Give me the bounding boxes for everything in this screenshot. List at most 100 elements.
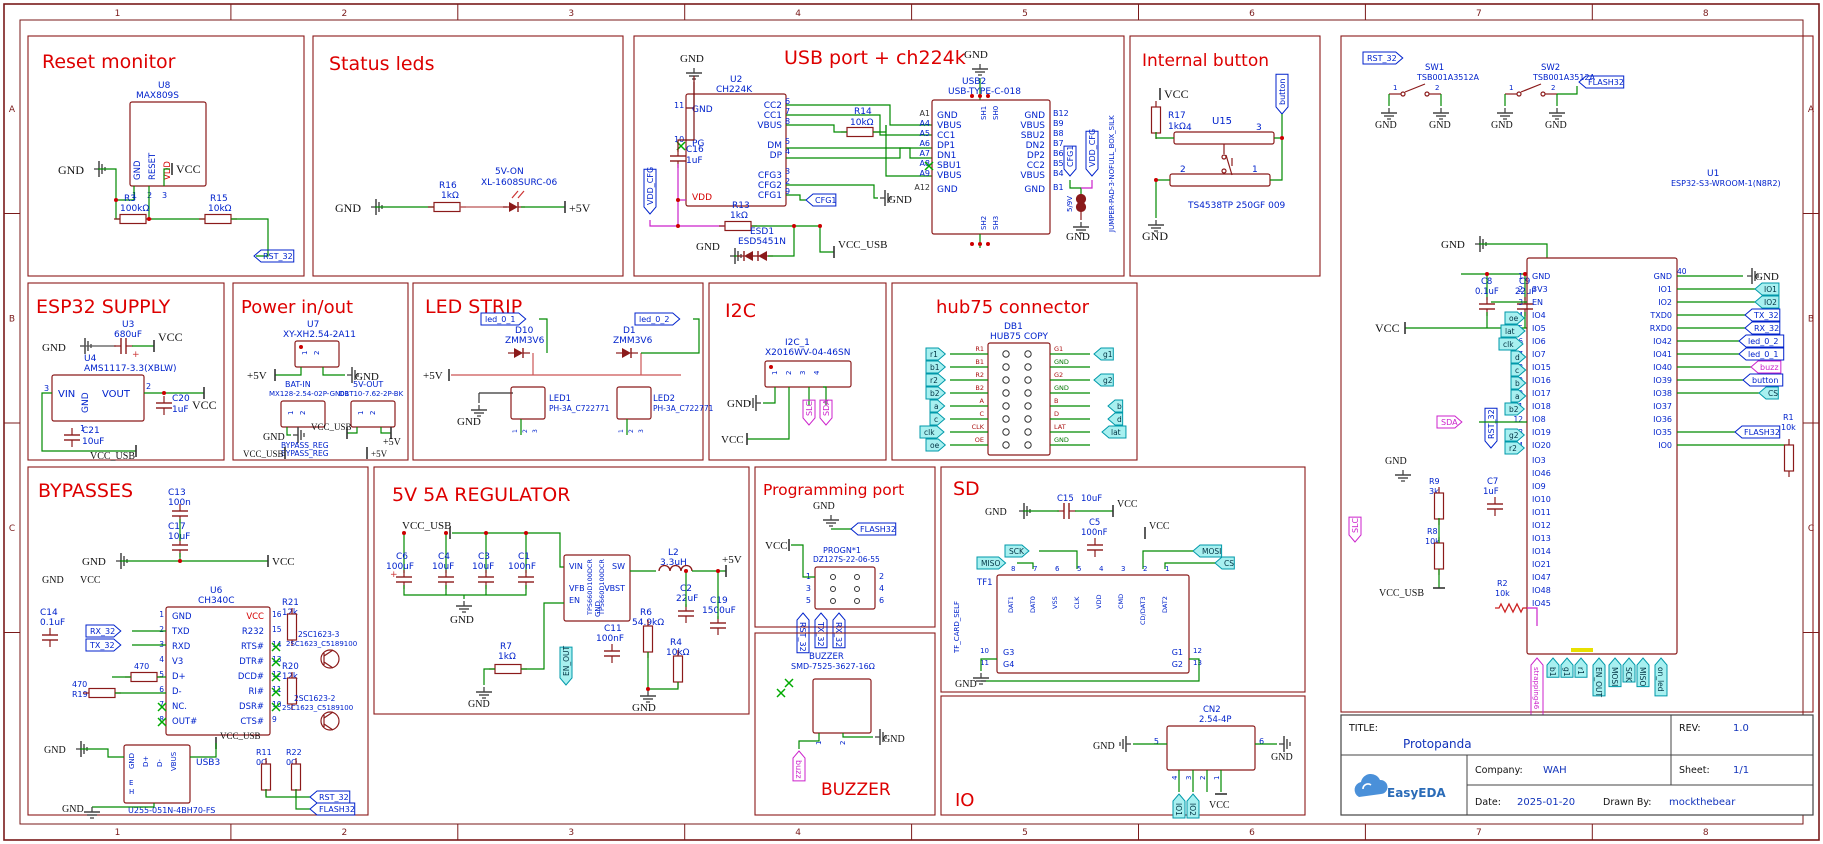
label[interactable]: AMS1117-3.3(XBLW) (84, 364, 177, 374)
bus-flag[interactable]: g1 (1093, 347, 1114, 361)
label[interactable]: GND (1429, 120, 1451, 131)
vcc-label[interactable]: VCC (176, 162, 201, 176)
net-flag-rst32-sw[interactable]: RST_32 (1362, 51, 1404, 65)
label[interactable]: EN (1532, 298, 1543, 307)
wire[interactable] (1155, 179, 1170, 218)
label[interactable]: GND (888, 194, 912, 206)
label[interactable]: 100kΩ (120, 204, 149, 214)
sheet-title[interactable]: Protopanda (1403, 737, 1472, 751)
net-flag-buzz[interactable]: buzz (792, 750, 806, 782)
label[interactable]: VCC_USB (311, 422, 352, 432)
net-flag[interactable]: led_0_2 (1738, 334, 1785, 348)
wire[interactable] (786, 104, 932, 126)
label[interactable]: GND (955, 679, 977, 690)
wire[interactable] (981, 658, 1200, 682)
label[interactable]: B6 (1053, 149, 1064, 158)
ref-r4[interactable]: R4 (670, 638, 682, 648)
label[interactable]: IO40 (1653, 363, 1672, 372)
label[interactable]: 470 (134, 662, 149, 671)
net-flag[interactable]: buzz (1750, 360, 1782, 374)
ground-symbol[interactable] (1073, 222, 1089, 234)
label[interactable]: IO37 (1653, 402, 1672, 411)
net-flag-slc[interactable]: SLC (802, 399, 816, 426)
label[interactable]: IO3 (1532, 456, 1546, 465)
bus-flag[interactable]: g2 (1093, 373, 1114, 387)
label[interactable]: 9 (785, 187, 790, 196)
net-flag-led-0-1[interactable]: led_0_1 (480, 312, 527, 326)
label[interactable]: 4 (785, 147, 790, 156)
wire[interactable] (786, 147, 932, 159)
label[interactable]: VIN (569, 562, 583, 571)
bus-flag[interactable]: b2 (1504, 402, 1526, 416)
label[interactable]: D (1054, 410, 1059, 418)
wire[interactable] (747, 387, 790, 440)
label[interactable]: CLK (972, 423, 985, 431)
label[interactable]: 12k (282, 672, 298, 682)
ref-d1[interactable]: D1 (623, 326, 636, 336)
label[interactable]: GND (44, 745, 66, 756)
bus-flag[interactable]: r1 (925, 347, 947, 361)
label[interactable]: LAT (1054, 423, 1066, 431)
label[interactable]: 100nF (1081, 528, 1108, 538)
net-flag[interactable]: TX_32 (1744, 308, 1781, 322)
label[interactable]: 14 (272, 640, 282, 649)
ref-buzzer[interactable]: BUZZER (809, 652, 844, 662)
wire[interactable] (1225, 154, 1233, 176)
block-title[interactable]: 5V 5A REGULATOR (392, 484, 570, 506)
block-title[interactable]: Reset monitor (42, 51, 176, 73)
net-flag[interactable]: strapping46 (1530, 657, 1544, 717)
bus-flag[interactable]: b1 (1546, 657, 1560, 678)
label[interactable]: TP5660D100DCR (586, 559, 594, 616)
ref-esd1[interactable]: ESD1 (750, 227, 774, 237)
ref-r21[interactable]: R21 (282, 598, 299, 608)
ref-r22[interactable]: R22 (286, 748, 302, 757)
component-tf-card[interactable] (996, 574, 1190, 674)
label[interactable]: SH3 (992, 216, 1000, 230)
label[interactable]: 1uF (1483, 487, 1499, 497)
label[interactable]: 2.54-4P (1199, 715, 1232, 725)
label[interactable]: 6 (879, 596, 884, 605)
label[interactable]: 12 (1513, 415, 1523, 424)
label[interactable]: 1kΩ (498, 652, 516, 662)
label[interactable]: 7 (1033, 565, 1037, 573)
label[interactable]: ESP32-S3-WROOM-1(N8R2) (1671, 179, 1781, 188)
ref-l2[interactable]: L2 (668, 548, 679, 558)
label[interactable]: 1 (771, 371, 779, 375)
label[interactable]: PH-3A_C722771 (653, 404, 714, 413)
ref-d10[interactable]: D10 (515, 326, 534, 336)
label[interactable]: IO1 (1658, 285, 1672, 294)
label[interactable]: C20 (172, 394, 190, 404)
connector-i2c[interactable] (764, 360, 852, 388)
ground-symbol[interactable] (347, 367, 359, 383)
label[interactable]: R17 (1168, 111, 1186, 121)
label[interactable]: 4 (813, 370, 821, 375)
label[interactable]: 2 (1435, 84, 1439, 92)
label[interactable]: CD/DAT3 (1139, 596, 1147, 625)
wire[interactable] (1069, 180, 1082, 194)
label[interactable]: 3 (806, 584, 811, 593)
circle[interactable] (1540, 91, 1546, 97)
label[interactable]: GND (263, 432, 285, 443)
net-flag-flash32-p[interactable]: FLASH32 (850, 522, 897, 536)
label[interactable]: IO5 (1532, 324, 1546, 333)
label[interactable]: A9 (919, 169, 930, 178)
net-flag-slc-u1[interactable]: SLC (1348, 516, 1362, 543)
wire[interactable] (295, 789, 310, 810)
label[interactable]: +5V (569, 201, 591, 215)
label[interactable]: VCC (1149, 521, 1170, 532)
label[interactable]: GND (937, 185, 958, 195)
bus-flag[interactable]: clk (1498, 337, 1524, 351)
ref-u3[interactable]: U3 (122, 320, 134, 330)
component-u2-ch224k[interactable] (685, 93, 787, 207)
label[interactable]: GND (1755, 271, 1779, 283)
ref-r1[interactable]: R1 (1783, 413, 1794, 422)
label[interactable]: 5 (1077, 565, 1081, 573)
label[interactable]: 1 (357, 411, 365, 415)
block-title[interactable]: Programming port (763, 481, 904, 499)
bus-flag[interactable]: c (1510, 363, 1527, 377)
label[interactable]: VSS (1051, 596, 1059, 609)
label[interactable]: GND (42, 342, 66, 354)
ref-c1[interactable]: C1 (518, 552, 530, 562)
label[interactable]: IO4 (1532, 311, 1546, 320)
bus-flag[interactable]: r2 (1504, 441, 1526, 455)
